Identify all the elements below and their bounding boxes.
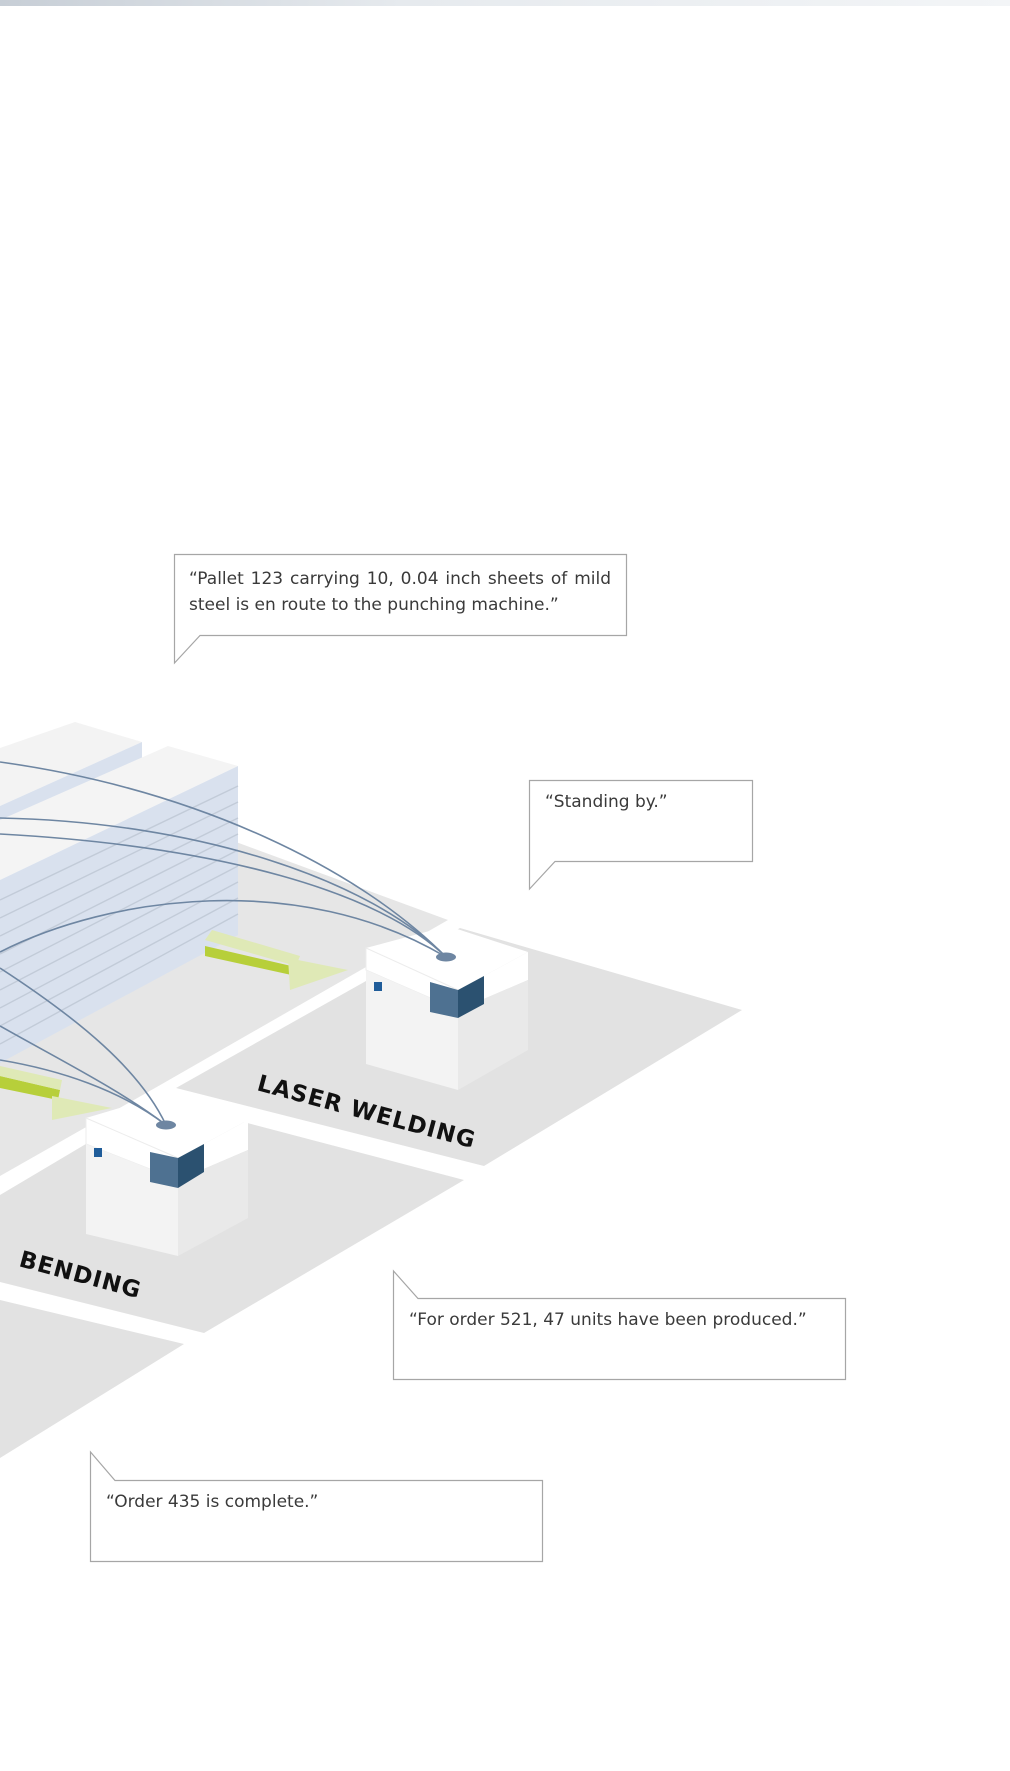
top-gradient-bar (0, 0, 1010, 6)
callout-pallet-shape (173, 553, 628, 665)
storage-rack-top (0, 746, 238, 880)
callout-order-435-text: “Order 435 is complete.” (106, 1492, 319, 1512)
bending-status-indicator (94, 1148, 102, 1157)
flow-arrow-bending (0, 1066, 112, 1120)
callout-pallet: “Pallet 123 carrying 10, 0.04 inch sheet… (189, 566, 611, 618)
callout-order-521: “For order 521, 47 units have been produ… (409, 1307, 834, 1333)
bending-machine (85, 1093, 248, 1256)
callout-pallet-text: “Pallet 123 carrying 10, 0.04 inch sheet… (189, 569, 611, 615)
laser-welding-machine (365, 926, 528, 1090)
flow-arrow-laser-welding (205, 930, 348, 990)
bending-machine-panel (150, 1152, 178, 1188)
storage-rack-top-back (0, 722, 142, 806)
callout-order-435: “Order 435 is complete.” (106, 1489, 531, 1515)
callout-order-521-text: “For order 521, 47 units have been produ… (409, 1310, 807, 1330)
data-connection-lines (0, 761, 447, 1126)
storage-rack-front (0, 766, 238, 1063)
laser-welding-status-indicator (374, 982, 382, 991)
callout-standby-text: “Standing by.” (545, 792, 668, 812)
callout-standby-shape (528, 779, 754, 891)
laser-welding-machine-panel (430, 982, 458, 1018)
callout-order-521-shape (392, 1269, 847, 1381)
floor-pad-lower (0, 1300, 184, 1458)
callout-standby: “Standing by.” (545, 789, 740, 815)
callout-order-435-shape (89, 1450, 544, 1563)
